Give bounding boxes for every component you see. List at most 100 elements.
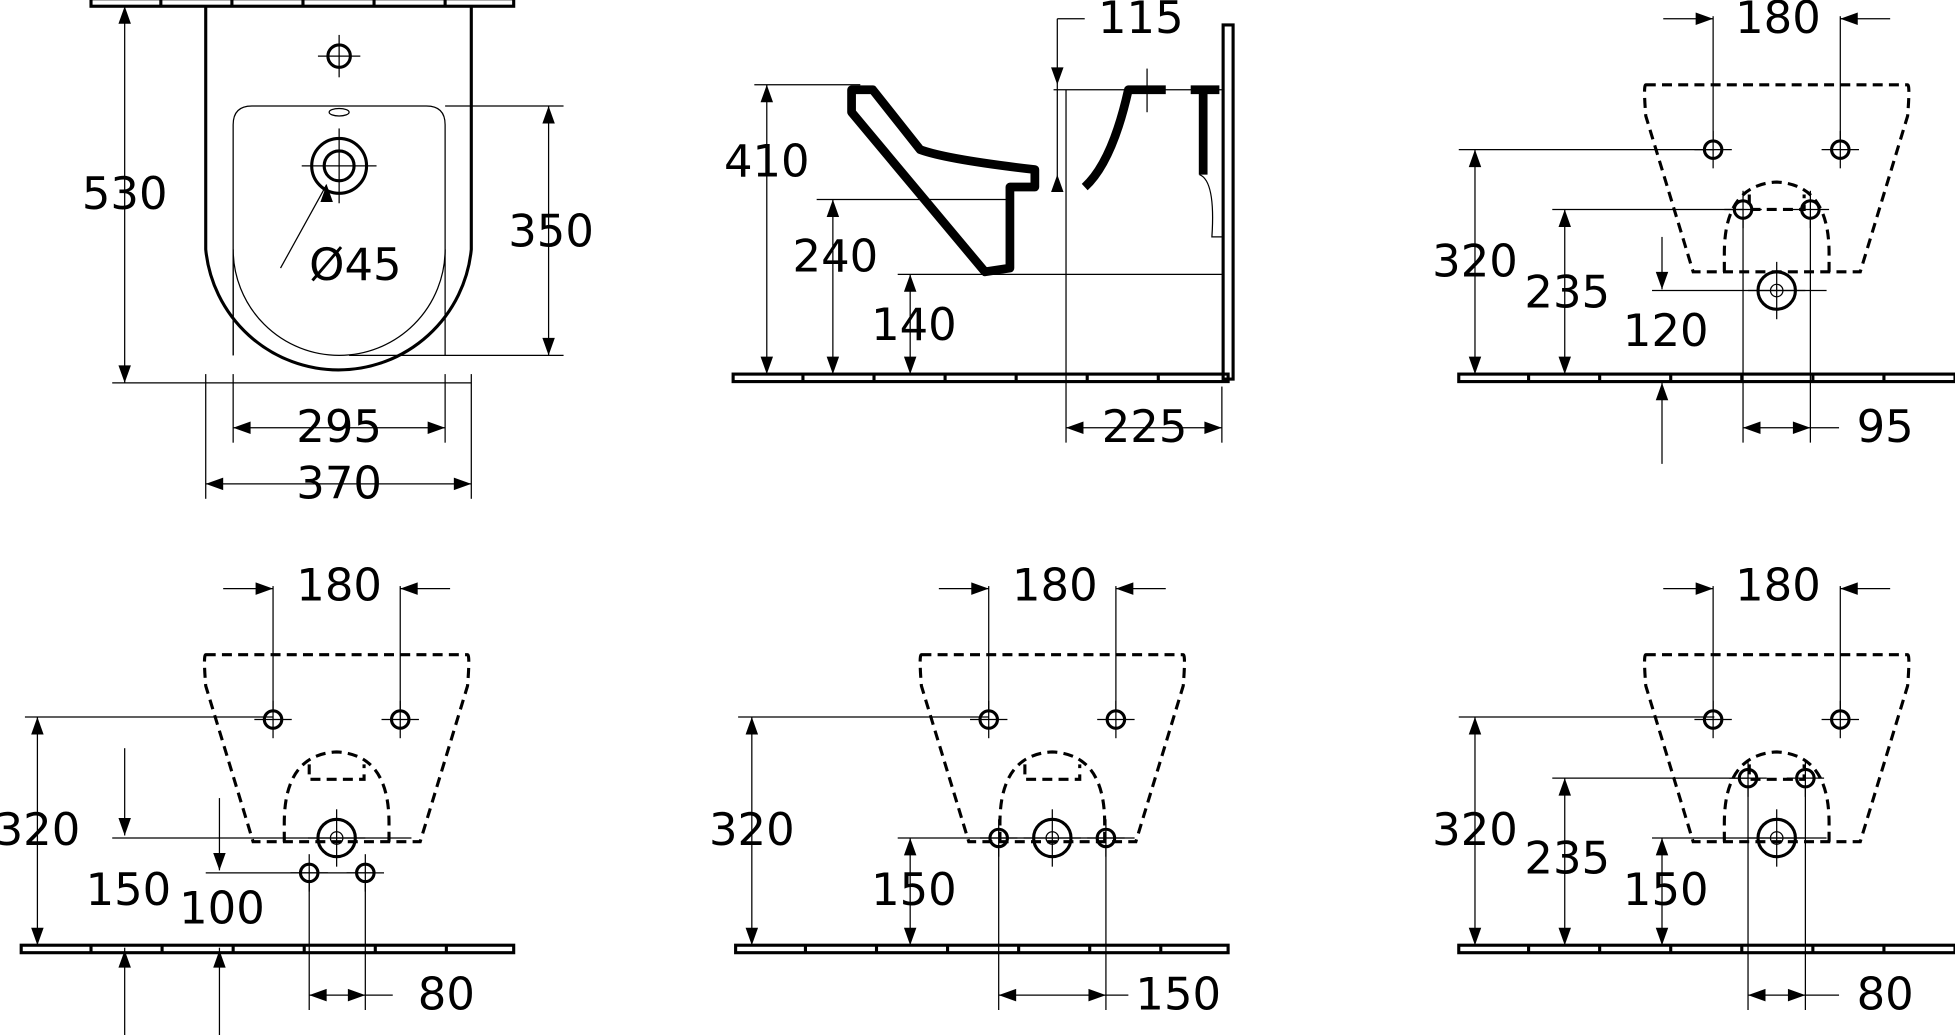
overflow (328, 107, 350, 117)
arrow-head (1066, 421, 1084, 434)
dim-180: 180 (1735, 559, 1821, 612)
outline (307, 764, 366, 781)
arrow-head (213, 950, 226, 968)
arrow-head (826, 199, 840, 217)
dim-180: 180 (296, 559, 382, 612)
arrow-head (118, 6, 131, 24)
arrow-head (903, 274, 917, 292)
arrow-head (1468, 149, 1482, 168)
dim-150: 150 (86, 863, 172, 916)
dim-80: 80 (418, 968, 475, 1021)
arrow-head (1743, 421, 1761, 434)
arrow-head (1468, 927, 1482, 946)
arrow-head (31, 927, 44, 946)
arrow-head (1655, 837, 1669, 856)
arrow-head (1051, 67, 1064, 85)
arrow-head (1840, 12, 1858, 25)
arrow-head (903, 356, 917, 375)
arrow-head (1558, 778, 1571, 796)
dim-150: 150 (871, 863, 957, 916)
arrow-head (542, 105, 555, 124)
bidet-outline (204, 6, 473, 372)
dim-320: 320 (1432, 234, 1518, 287)
arrow-head (998, 988, 1017, 1002)
dim-150-spacing: 150 (1135, 968, 1221, 1021)
arrow-head (1748, 988, 1766, 1002)
mounting-outline (918, 653, 1187, 844)
arrow-head (118, 365, 131, 383)
outline (232, 249, 446, 356)
arrow-head (1840, 582, 1858, 595)
arrow-head (427, 421, 446, 434)
mounting-outline (1642, 653, 1911, 844)
arrow-head (118, 950, 131, 968)
arrow-head (255, 582, 274, 595)
arrow-head (1655, 271, 1669, 290)
arrow-head (118, 818, 131, 836)
arrow-head (745, 927, 759, 946)
arrow-head (1468, 356, 1482, 375)
arrow-head (760, 84, 774, 103)
dim-hole: Ø45 (309, 238, 401, 291)
outline (1747, 194, 1806, 212)
arrow-head (1051, 174, 1064, 193)
leader (279, 184, 328, 269)
arrow-head (1204, 421, 1222, 434)
wall (1221, 23, 1235, 381)
wall-floor (19, 943, 516, 955)
bidet-profile-back (1081, 85, 1166, 191)
arrow-head (1695, 12, 1714, 25)
dim-410: 410 (724, 135, 810, 188)
dim-180: 180 (1012, 559, 1098, 612)
arrow-head (542, 337, 555, 356)
arrow-head (320, 184, 333, 203)
arrow-head (903, 927, 917, 946)
dim-150: 150 (1623, 863, 1709, 916)
arrow-head (826, 356, 840, 375)
basin-outline (232, 105, 446, 356)
wall-bracket (1190, 85, 1220, 175)
inner-arch (1722, 750, 1831, 842)
arrow-head (971, 582, 989, 595)
arrow-head (1787, 988, 1806, 1002)
dim-80: 80 (1857, 968, 1914, 1021)
arrow-head (1792, 421, 1811, 434)
dim-320: 320 (1432, 803, 1518, 856)
mounting-outline (202, 653, 471, 844)
arrow-head (453, 477, 472, 491)
arrow-head (1655, 927, 1669, 946)
arrow-head (1558, 209, 1571, 227)
arrow-head (1115, 582, 1134, 595)
dim-95: 95 (1857, 400, 1914, 453)
arrow-head (1558, 927, 1571, 946)
arrow-head (31, 717, 44, 735)
arrow-head (347, 988, 366, 1002)
arrow-head (309, 988, 327, 1002)
wall-floor (731, 372, 1230, 384)
dim-320: 320 (0, 803, 80, 856)
arrow-head (1088, 988, 1106, 1002)
dim-120: 120 (1623, 304, 1709, 357)
dim-530: 530 (82, 167, 168, 220)
wall-floor (1457, 372, 1955, 384)
arrow-head (205, 477, 224, 491)
outline (1747, 764, 1806, 781)
dim-100: 100 (179, 882, 265, 935)
dim-235: 235 (1524, 266, 1610, 319)
dim-235: 235 (1524, 832, 1610, 885)
dim-180: 180 (1735, 0, 1821, 44)
arrow-head (400, 582, 418, 595)
dim-240: 240 (793, 229, 879, 282)
mounting-outline (1642, 83, 1911, 274)
dim-225: 225 (1102, 400, 1188, 453)
arrow-head (213, 852, 226, 871)
arrow-head (1695, 582, 1714, 595)
arrow-head (760, 356, 774, 375)
arrow-head (1468, 717, 1482, 735)
inner-arch (1722, 180, 1831, 272)
dim-320: 320 (709, 803, 795, 856)
wall-floor (734, 943, 1230, 955)
arrow-head (903, 837, 917, 856)
wall-floor (1457, 943, 1955, 955)
